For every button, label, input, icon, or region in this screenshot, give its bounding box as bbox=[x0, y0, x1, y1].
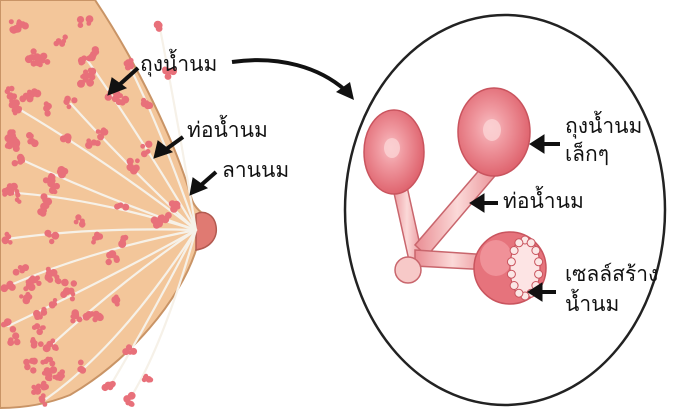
gland-cluster bbox=[123, 392, 135, 407]
milk-cell bbox=[507, 258, 515, 266]
milk-cell bbox=[535, 270, 543, 278]
gland-cluster bbox=[102, 381, 116, 391]
label-milk-cells-line1: เซลล์สร้าง bbox=[565, 262, 658, 287]
milk-cell bbox=[515, 289, 523, 297]
milk-cell bbox=[510, 282, 518, 290]
milk-cell bbox=[527, 239, 535, 247]
label-milk-sacs: ถุงน้ำนม bbox=[140, 52, 217, 76]
label-ducts-zoom: ท่อน้ำนม bbox=[503, 189, 584, 213]
milk-cell bbox=[532, 247, 540, 255]
label-areola: ลานนม bbox=[222, 158, 289, 182]
gland-cluster bbox=[154, 21, 163, 32]
milk-cell bbox=[507, 270, 515, 278]
zoom-connector-arrow bbox=[232, 60, 345, 90]
milk-cell bbox=[510, 247, 518, 255]
label-small-sacs-line1: ถุงน้ำนม bbox=[565, 114, 642, 139]
label-small-sacs-line2: เล็กๆ bbox=[565, 142, 609, 167]
label-milk-cells-line2: น้ำนม bbox=[565, 292, 619, 317]
nipple bbox=[196, 213, 216, 251]
milk-cell bbox=[535, 258, 543, 266]
milk-cell bbox=[515, 239, 523, 247]
label-milk-ducts: ท่อน้ำนม bbox=[187, 118, 268, 142]
